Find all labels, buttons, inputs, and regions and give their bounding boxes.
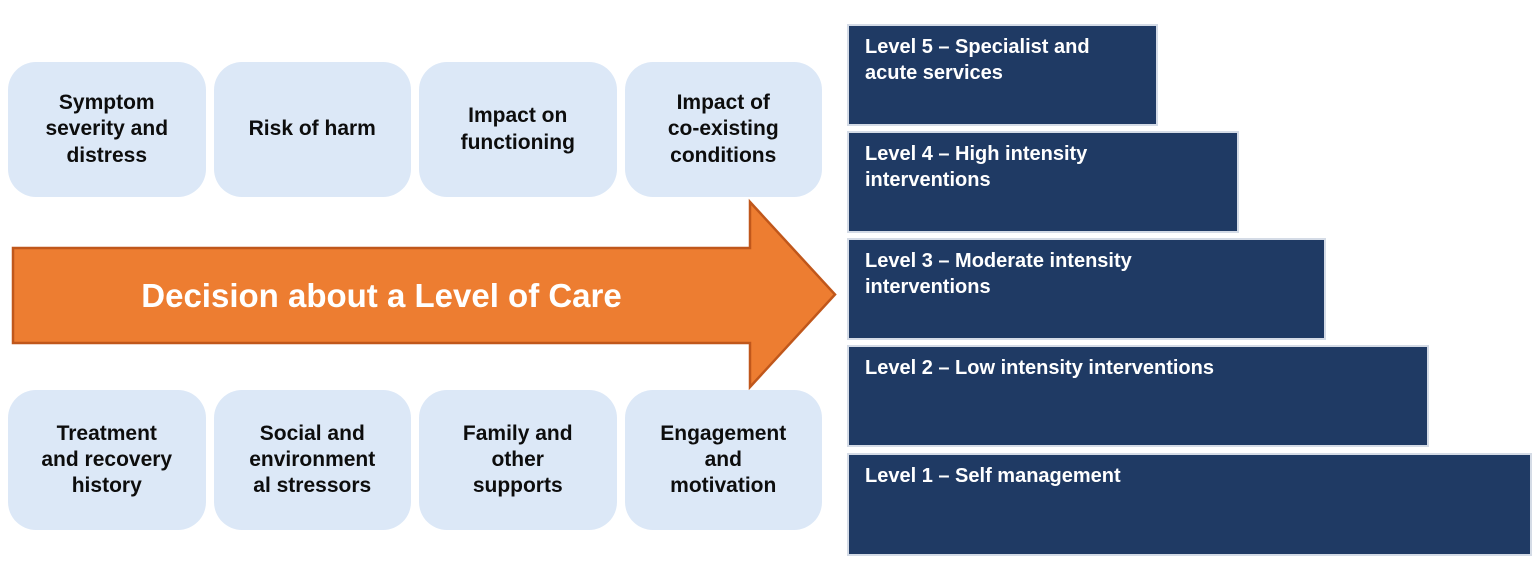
factor-label: Risk of harm [248, 117, 376, 141]
factor-box-risk-of-harm: Risk of harm [213, 62, 411, 197]
factor-label: Symptom severity and distress [45, 91, 169, 167]
factor-box-social-environmental: Social and environment al stressors [213, 390, 411, 530]
care-level-1-label: Level 1 – Self management [865, 465, 1121, 487]
decision-arrow: Decision about a Level of Care [13, 248, 750, 343]
factor-box-symptom-severity: Symptom severity and distress [8, 62, 206, 197]
factor-box-coexisting-conditions: Impact of co-existing conditions [624, 62, 822, 197]
factor-box-family-supports: Family and other supports [419, 390, 617, 530]
care-level-2-bar: Level 2 – Low intensity interventions [847, 345, 1429, 447]
factor-label: Social and environment al stressors [249, 421, 376, 498]
factor-box-treatment-history: Treatment and recovery history [8, 390, 206, 530]
decision-arrow-label: Decision about a Level of Care [141, 276, 622, 314]
factor-box-impact-functioning: Impact on functioning [419, 62, 617, 197]
assessment-factors-bottom-row: Treatment and recovery history Social an… [8, 390, 822, 530]
care-level-3-label: Level 3 – Moderate intensity interventio… [865, 250, 1132, 298]
care-level-3-bar: Level 3 – Moderate intensity interventio… [847, 238, 1326, 340]
factor-label: Treatment and recovery history [41, 421, 173, 498]
care-level-5-label: Level 5 – Specialist and acute services [865, 36, 1090, 84]
care-level-1-bar: Level 1 – Self management [847, 453, 1532, 556]
factor-label: Engagement and motivation [660, 421, 787, 498]
care-level-4-bar: Level 4 – High intensity interventions [847, 131, 1239, 233]
care-level-4-label: Level 4 – High intensity interventions [865, 143, 1088, 191]
factor-label: Family and other supports [462, 421, 573, 498]
factor-label: Impact on functioning [460, 104, 575, 154]
assessment-factors-top-row: Symptom severity and distress Risk of ha… [8, 62, 822, 197]
factor-label: Impact of co-existing conditions [667, 91, 779, 167]
care-level-2-label: Level 2 – Low intensity interventions [865, 357, 1214, 379]
care-level-5-bar: Level 5 – Specialist and acute services [847, 24, 1158, 126]
factor-box-engagement-motivation: Engagement and motivation [624, 390, 822, 530]
